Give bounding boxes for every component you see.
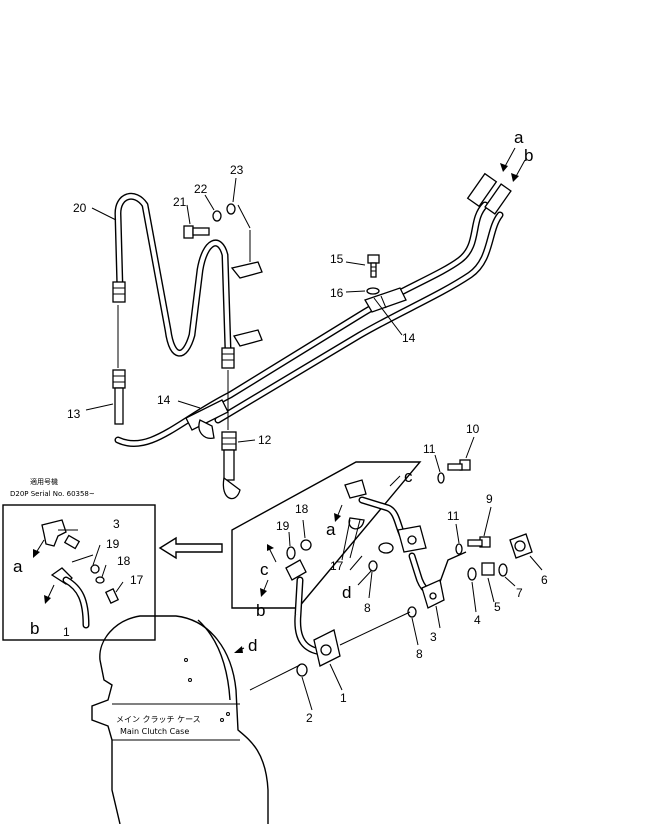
letter-a-mid: a (326, 520, 336, 539)
label-9: 9 (486, 492, 493, 506)
letter-c-box: c (404, 467, 413, 486)
inset-jp-heading: 適用号機 (30, 477, 58, 486)
clutch-case (91, 615, 269, 824)
oring-4 (467, 567, 477, 581)
case-label: メイン クラッチ ケース Main Clutch Case (116, 715, 201, 736)
label-22: 22 (194, 182, 208, 196)
label-14b: 14 (157, 393, 171, 407)
label-inset-19: 19 (106, 537, 120, 551)
label-11a: 11 (423, 442, 436, 456)
inset-header: 適用号機 D20P Serial No. 60358~ (10, 477, 95, 498)
pipe-1 (294, 576, 341, 667)
bolt-9 (467, 536, 491, 548)
letter-d-mid: d (342, 583, 351, 602)
spring-5 (481, 562, 495, 576)
hollow-arrow (158, 536, 223, 560)
washer-16 (366, 287, 380, 295)
clamp-upper (364, 287, 407, 313)
label-21: 21 (173, 195, 187, 209)
fitting-left (112, 281, 126, 303)
washer-11b (455, 543, 463, 555)
bolt-21 (183, 225, 210, 239)
washer-23 (226, 203, 236, 215)
fitting-right (221, 347, 235, 369)
washer-8b (368, 560, 378, 572)
hose-13 (112, 305, 126, 425)
label-16: 16 (330, 286, 344, 300)
label-5: 5 (494, 600, 501, 614)
label-14a: 14 (402, 331, 416, 345)
label-18a: 18 (295, 502, 309, 516)
label-20: 20 (73, 201, 87, 215)
label-19a: 19 (276, 519, 290, 533)
inset-serial-line: D20P Serial No. 60358~ (10, 490, 95, 498)
label-4: 4 (474, 613, 481, 627)
label-8a: 8 (364, 601, 371, 615)
pipe-3 (358, 496, 467, 609)
washer-8a (378, 542, 394, 554)
letter-a-inset: a (13, 557, 23, 576)
label-15: 15 (330, 252, 344, 266)
hose-12 (221, 370, 241, 500)
inset-box (2, 504, 156, 641)
letter-b-inset: b (30, 619, 39, 638)
label-8b: 8 (416, 647, 423, 661)
label-7: 7 (516, 586, 523, 600)
washer-7 (498, 563, 508, 577)
long-tube (114, 201, 504, 448)
part-labels: 23 22 21 20 15 16 14 14 13 12 10 11 9 11… (63, 163, 548, 725)
middle-parts (260, 475, 401, 597)
label-17a: 17 (330, 559, 344, 573)
label-inset-3: 3 (113, 517, 120, 531)
oring-2 (296, 663, 308, 677)
label-13: 13 (67, 407, 81, 421)
top-right-fittings (466, 147, 526, 215)
letter-c-mid: c (260, 560, 269, 579)
label-1: 1 (340, 691, 347, 705)
label-inset-17: 17 (130, 573, 144, 587)
washer-11a (437, 472, 445, 484)
label-10: 10 (466, 422, 480, 436)
bolt-15 (367, 254, 380, 278)
letter-b-top: b (524, 146, 533, 165)
label-inset-1: 1 (63, 625, 70, 639)
letter-a-top: a (514, 128, 524, 147)
label-23: 23 (230, 163, 244, 177)
case-label-jp: メイン クラッチ ケース (116, 715, 201, 724)
label-6: 6 (541, 573, 548, 587)
connection-letters: a b a b a b c c d d (13, 128, 533, 655)
washer-22 (212, 210, 222, 222)
washer-8c (407, 606, 417, 618)
label-2: 2 (306, 711, 313, 725)
letter-b-mid: b (256, 601, 265, 620)
case-label-en: Main Clutch Case (120, 727, 189, 736)
label-12: 12 (258, 433, 272, 447)
looped-hose (114, 192, 232, 357)
bolt-10 (447, 459, 471, 471)
middle-box (231, 461, 422, 609)
label-3: 3 (430, 630, 437, 644)
label-inset-18: 18 (117, 554, 131, 568)
inset-parts (33, 519, 124, 629)
loop-bracket (230, 230, 263, 347)
letter-d-case: d (248, 636, 257, 655)
label-11b: 11 (447, 509, 460, 523)
